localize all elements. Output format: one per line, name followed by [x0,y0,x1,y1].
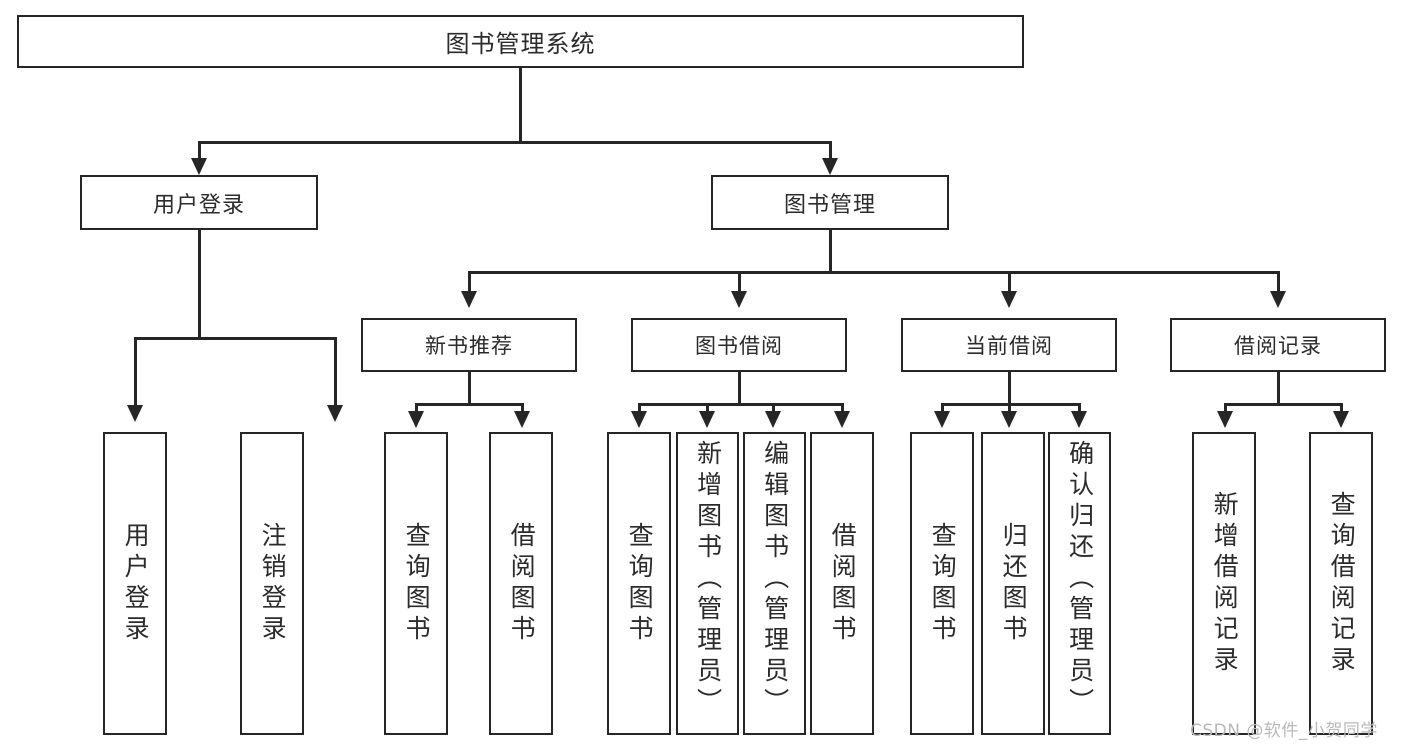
arrow-to-leaf-query-book-1 [408,411,424,428]
arrow-to-user-login [191,158,207,175]
arrow-to-leaf-user-login [127,405,143,422]
leaf-query-book-3[interactable]: 查询图书 [910,432,974,735]
node-new-book-recommend[interactable]: 新书推荐 [361,318,577,372]
node-current-borrow[interactable]: 当前借阅 [901,318,1117,372]
arrow-to-leaf-user-logout [327,405,343,422]
connector-root-drop-2 [829,141,832,162]
connector-cb-trunk [1008,372,1011,406]
arrow-to-leaf-add-book [699,411,715,428]
connector-br-trunk [1277,372,1280,406]
connector-root-drop-1 [198,141,201,162]
connector-bb-drop-2 [706,403,709,414]
node-root-book-management-system[interactable]: 图书管理系统 [17,15,1024,68]
connector-cb-drop-3 [1078,403,1081,414]
arrow-to-new-book-recommend [461,291,477,308]
arrow-to-book-manage [822,158,838,175]
connector-nbr-drop-2 [521,403,524,414]
connector-bb-drop-4 [841,403,844,414]
connector-br-bar [1224,403,1342,406]
connector-user-login-trunk [198,230,201,340]
connector-book-manage-bar [468,271,1280,274]
connector-book-manage-trunk [829,230,832,274]
node-user-login[interactable]: 用户登录 [80,175,318,230]
connector-l3-drop-4 [1277,271,1280,295]
arrow-to-leaf-add-record [1217,411,1233,428]
leaf-query-book-2[interactable]: 查询图书 [607,432,671,735]
leaf-add-book[interactable]: 新增图书（管理员） [676,432,739,735]
connector-l3-drop-3 [1008,271,1011,295]
connector-bb-bar [638,403,843,406]
node-book-manage[interactable]: 图书管理 [711,175,949,230]
leaf-borrow-book-1[interactable]: 借阅图书 [489,432,553,735]
arrow-to-leaf-confirm-return [1071,411,1087,428]
csdn-watermark: CSDN @软件_小贺同学 [1190,721,1378,741]
arrow-to-leaf-query-record [1333,411,1349,428]
arrow-to-borrow-record [1270,291,1286,308]
connector-br-drop-2 [1340,403,1343,414]
leaf-confirm-return[interactable]: 确认归还（管理员） [1048,432,1111,735]
connector-cb-drop-2 [1008,403,1011,414]
leaf-edit-book[interactable]: 编辑图书（管理员） [743,432,806,735]
connector-l3-drop-2 [738,271,741,295]
leaf-borrow-book-2[interactable]: 借阅图书 [810,432,874,735]
arrow-to-current-borrow [1001,291,1017,308]
connector-nbr-trunk [468,372,471,406]
connector-root-bar [198,141,831,144]
leaf-query-book-1[interactable]: 查询图书 [384,432,448,735]
node-book-borrow[interactable]: 图书借阅 [631,318,847,372]
connector-cb-drop-1 [941,403,944,414]
connector-nbr-bar [415,403,523,406]
leaf-user-logout[interactable]: 注销登录 [240,432,304,735]
arrow-to-leaf-edit-book [765,411,781,428]
connector-br-drop-1 [1224,403,1227,414]
arrow-to-leaf-query-book-3 [934,411,950,428]
leaf-query-record[interactable]: 查询借阅记录 [1309,432,1373,735]
connector-nbr-drop-1 [415,403,418,414]
connector-user-login-bar [134,337,337,340]
arrow-to-leaf-query-book-2 [631,411,647,428]
connector-user-login-drop-2 [334,337,337,409]
arrow-to-book-borrow [731,291,747,308]
node-borrow-record[interactable]: 借阅记录 [1170,318,1386,372]
leaf-return-book[interactable]: 归还图书 [981,432,1045,735]
connector-root-trunk [519,68,522,143]
connector-bb-drop-3 [772,403,775,414]
leaf-add-record[interactable]: 新增借阅记录 [1192,432,1256,735]
arrow-to-leaf-return-book [1001,411,1017,428]
arrow-to-leaf-borrow-book-1 [514,411,530,428]
connector-bb-trunk [738,372,741,406]
connector-user-login-drop-1 [134,337,137,409]
leaf-user-login[interactable]: 用户登录 [103,432,167,735]
connector-bb-drop-1 [638,403,641,414]
connector-l3-drop-1 [468,271,471,295]
arrow-to-leaf-borrow-book-2 [834,411,850,428]
